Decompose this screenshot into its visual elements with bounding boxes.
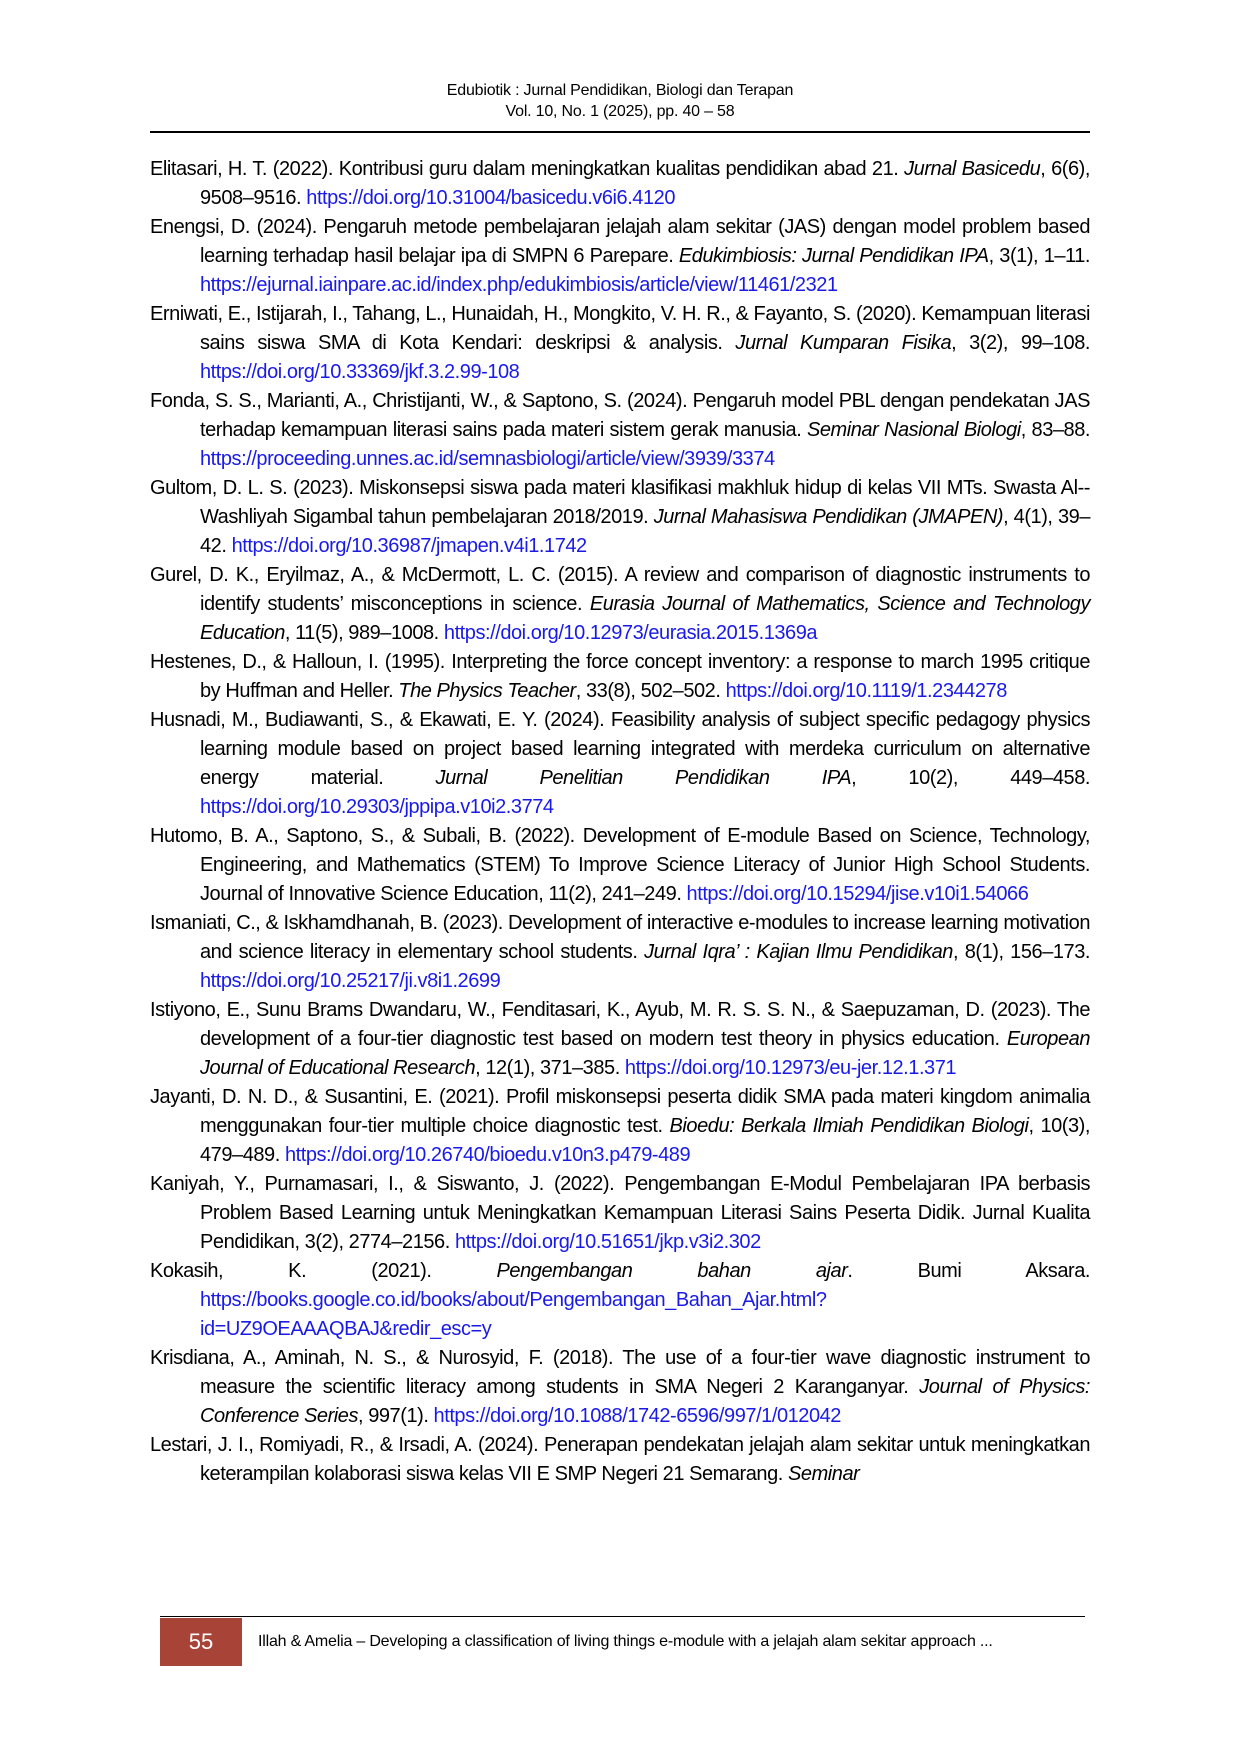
reference-text: Hutomo, B. A., Saptono, S., & Subali, B.… [150,825,1090,905]
reference-entry: Gultom, D. L. S. (2023). Miskonsepsi sis… [150,474,1090,561]
reference-link[interactable]: https://doi.org/10.26740/bioedu.v10n3.p4… [284,1144,691,1166]
reference-link[interactable]: https://doi.org/10.12973/eurasia.2015.13… [443,622,818,644]
reference-source: Journal of Physics: Conference Series [200,1376,1090,1427]
reference-details: , 11(5), 989–1008. [284,622,444,644]
reference-entry: Lestari, J. I., Romiyadi, R., & Irsadi, … [150,1431,1090,1489]
reference-text: Fonda, S. S., Marianti, A., Christijanti… [150,390,1090,441]
reference-source: Jurnal Mahasiswa Pendidikan (JMAPEN) [653,506,1004,528]
reference-link[interactable]: https://books.google.co.id/books/about/P… [200,1289,827,1340]
reference-text: Kaniyah, Y., Purnamasari, I., & Siswanto… [150,1173,1090,1253]
reference-text: Jayanti, D. N. D., & Susantini, E. (2021… [150,1086,1090,1137]
reference-details: , 10(3), 479–489. [200,1115,1090,1166]
reference-entry: Jayanti, D. N. D., & Susantini, E. (2021… [150,1083,1090,1170]
reference-entry: Gurel, D. K., Eryilmaz, A., & McDermott,… [150,561,1090,648]
reference-source: Jurnal Penelitian Pendidikan IPA [435,767,852,789]
running-header: Edubiotik : Jurnal Pendidikan, Biologi d… [150,80,1090,122]
reference-entry: Krisdiana, A., Aminah, N. S., & Nurosyid… [150,1344,1090,1431]
reference-entry: Hestenes, D., & Halloun, I. (1995). Inte… [150,648,1090,706]
page-number: 55 [160,1618,242,1666]
reference-entry: Hutomo, B. A., Saptono, S., & Subali, B.… [150,822,1090,909]
reference-text: Istiyono, E., Sunu Brams Dwandaru, W., F… [150,999,1090,1050]
reference-details: . Bumi Aksara. [847,1260,1090,1282]
reference-entry: Kokasih, K. (2021). Pengembangan bahan a… [150,1257,1090,1344]
reference-source: Jurnal Kumparan Fisika [735,332,952,354]
reference-details: , 4(1), 39–42. [200,506,1091,557]
reference-entry: Erniwati, E., Istijarah, I., Tahang, L.,… [150,300,1090,387]
reference-entry: Fonda, S. S., Marianti, A., Christijanti… [150,387,1090,474]
reference-source: The Physics Teacher [398,680,576,702]
reference-text: Krisdiana, A., Aminah, N. S., & Nurosyid… [150,1347,1090,1398]
reference-link[interactable]: https://doi.org/10.12973/eu-jer.12.1.371 [624,1057,957,1079]
reference-source: Jurnal Basicedu [904,158,1041,180]
reference-source: Seminar Nasional Biologi [806,419,1021,441]
reference-details: , 3(1), 1–11. [988,245,1091,267]
reference-entry: Ismaniati, C., & Iskhamdhanah, B. (2023)… [150,909,1090,996]
reference-text: Husnadi, M., Budiawanti, S., & Ekawati, … [150,709,1090,789]
reference-text: Elitasari, H. T. (2022). Kontribusi guru… [150,158,905,180]
reference-text: Gurel, D. K., Eryilmaz, A., & McDermott,… [150,564,1090,615]
reference-source: Bioedu: Berkala Ilmiah Pendidikan Biolog… [669,1115,1029,1137]
reference-details: , 997(1). [358,1405,434,1427]
reference-link[interactable]: https://doi.org/10.36987/jmapen.v4i1.174… [231,535,588,557]
reference-details: , 83–88. [1020,419,1091,441]
reference-text: Gultom, D. L. S. (2023). Miskonsepsi sis… [150,477,1090,528]
reference-source: Jurnal Iqra’ : Kajian Ilmu Pendidikan [644,941,953,963]
footer-divider [160,1616,1085,1617]
reference-link[interactable]: https://ejurnal.iainpare.ac.id/index.php… [200,274,838,296]
reference-text: Ismaniati, C., & Iskhamdhanah, B. (2023)… [150,912,1090,963]
reference-text: Enengsi, D. (2024). Pengaruh metode pemb… [150,216,1090,267]
reference-link[interactable]: https://doi.org/10.29303/jppipa.v10i2.37… [200,796,554,818]
reference-link[interactable]: https://doi.org/10.31004/basicedu.v6i6.4… [306,187,675,209]
reference-details: , 12(1), 371–385. [475,1057,625,1079]
reference-entry: Istiyono, E., Sunu Brams Dwandaru, W., F… [150,996,1090,1083]
reference-entry: Enengsi, D. (2024). Pengaruh metode pemb… [150,213,1090,300]
reference-text: Hestenes, D., & Halloun, I. (1995). Inte… [150,651,1090,702]
reference-source: Eurasia Journal of Mathematics, Science … [200,593,1091,644]
reference-entry: Husnadi, M., Budiawanti, S., & Ekawati, … [150,706,1090,822]
reference-link[interactable]: https://doi.org/10.25217/ji.v8i1.2699 [200,970,501,992]
reference-link[interactable]: https://doi.org/10.1119/1.2344278 [725,680,1008,702]
journal-volume: Vol. 10, No. 1 (2025), pp. 40 – 58 [505,103,735,120]
reference-link[interactable]: https://proceeding.unnes.ac.id/semnasbio… [200,448,775,470]
reference-details: , 8(1), 156–173. [952,941,1091,963]
reference-details: , 33(8), 502–502. [575,680,726,702]
reference-source: European Journal of Educational Research [200,1028,1090,1079]
reference-text: Erniwati, E., Istijarah, I., Tahang, L.,… [150,303,1090,354]
reference-link[interactable]: https://doi.org/10.1088/1742-6596/997/1/… [433,1405,842,1427]
reference-text: Kokasih, K. (2021). [150,1260,497,1282]
reference-source: Pengembangan bahan ajar [496,1260,848,1282]
reference-details: , 10(2), 449–458. [851,767,1091,789]
reference-entry: Kaniyah, Y., Purnamasari, I., & Siswanto… [150,1170,1090,1257]
reference-entry: Elitasari, H. T. (2022). Kontribusi guru… [150,155,1090,213]
running-footer: Illah & Amelia – Developing a classifica… [258,1633,993,1650]
reference-text: Lestari, J. I., Romiyadi, R., & Irsadi, … [150,1434,1090,1485]
reference-details: , 3(2), 99–108. [951,332,1090,354]
journal-title: Edubiotik : Jurnal Pendidikan, Biologi d… [446,82,794,99]
reference-details: , 6(6), 9508–9516. [200,158,1091,209]
header-divider [150,131,1090,133]
reference-source: Seminar [788,1463,860,1485]
reference-list: Elitasari, H. T. (2022). Kontribusi guru… [150,155,1090,1489]
reference-source: Edukimbiosis: Jurnal Pendidikan IPA [678,245,989,267]
reference-link[interactable]: https://doi.org/10.51651/jkp.v3i2.302 [454,1231,761,1253]
reference-link[interactable]: https://doi.org/10.15294/jise.v10i1.5406… [686,883,1029,905]
reference-link[interactable]: https://doi.org/10.33369/jkf.3.2.99-108 [200,361,520,383]
